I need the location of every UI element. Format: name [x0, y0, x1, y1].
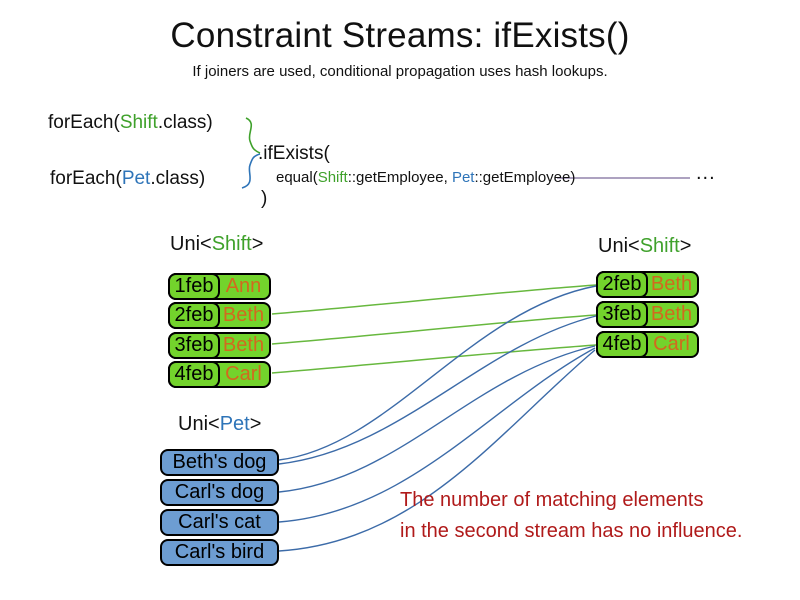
shift-date-cell: 3feb	[596, 301, 648, 328]
note-line2: in the second stream has no influence.	[400, 520, 743, 542]
code-text: .class)	[150, 168, 206, 189]
note-line1: The number of matching elements	[400, 489, 704, 511]
shift-date-cell: 4feb	[168, 361, 220, 388]
shift-date-cell: 1feb	[168, 273, 220, 300]
shift-row: 2feb Beth	[168, 302, 271, 329]
shift-employee-cell: Beth	[222, 334, 265, 356]
code-ellipsis: ...	[696, 162, 716, 184]
code-foreach-pet: forEach(Pet.class)	[50, 168, 205, 190]
shift-date-cell: 2feb	[596, 271, 648, 298]
wire-shift-3feb	[271, 314, 597, 345]
code-text: forEach(	[48, 112, 120, 133]
label-shift-type: Shift	[211, 233, 252, 255]
shift-row: 4feb Carl	[596, 331, 699, 358]
shift-employee-cell: Beth	[650, 273, 693, 295]
code-joiner: equal(Shift::getEmployee, Pet::getEmploy…	[276, 169, 575, 186]
code-close-paren: )	[261, 188, 268, 209]
code-text: .class)	[157, 112, 213, 133]
shift-row: 3feb Beth	[596, 301, 699, 328]
code-text: equal(	[276, 169, 318, 186]
label-text: >	[679, 235, 692, 257]
shift-employee-cell: Beth	[222, 304, 265, 326]
shift-row: 3feb Beth	[168, 332, 271, 359]
shift-employee-cell: Carl	[653, 333, 690, 355]
page-title: Constraint Streams: ifExists()	[170, 16, 630, 55]
wire-bethsdog-3feb	[278, 315, 597, 465]
shift-row: 4feb Carl	[168, 361, 271, 388]
right-shift-stream-label: Uni<Shift>	[598, 235, 691, 258]
shift-employee-cell: Carl	[225, 363, 262, 385]
label-text: Uni<	[170, 233, 212, 255]
code-shift-type: Shift	[317, 169, 348, 186]
label-pet-type: Pet	[219, 413, 250, 435]
pet-row: Beth's dog	[160, 449, 279, 476]
shift-date-cell: 2feb	[168, 302, 220, 329]
wire-shift-4feb	[271, 344, 597, 374]
label-shift-type: Shift	[639, 235, 680, 257]
code-pet-type: Pet	[121, 168, 151, 189]
shift-date-cell: 3feb	[168, 332, 220, 359]
wire-carlsdog-4feb	[278, 345, 596, 493]
wire-bethsdog-2feb	[278, 285, 597, 461]
code-text: ::getEmployee,	[347, 169, 452, 186]
label-text: Uni<	[178, 413, 220, 435]
pet-row: Carl's bird	[160, 539, 279, 566]
pet-row: Carl's dog	[160, 479, 279, 506]
label-text: >	[251, 233, 264, 255]
pet-row: Carl's cat	[160, 509, 279, 536]
shift-employee-cell: Beth	[650, 303, 693, 325]
note-text: The number of matching elements in the se…	[400, 485, 742, 547]
pet-stream-label: Uni<Pet>	[178, 413, 261, 436]
code-pet-type: Pet	[451, 169, 475, 186]
left-shift-stream-label: Uni<Shift>	[170, 233, 263, 256]
shift-row: 1feb Ann	[168, 273, 271, 300]
shift-employee-cell: Ann	[225, 275, 262, 297]
code-text: ::getEmployee)	[474, 169, 576, 186]
page-subtitle: If joiners are used, conditional propaga…	[192, 63, 608, 80]
code-text: forEach(	[50, 168, 122, 189]
label-text: Uni<	[598, 235, 640, 257]
code-ifexists: .ifExists(	[258, 143, 330, 164]
shift-row: 2feb Beth	[596, 271, 699, 298]
label-text: >	[249, 413, 262, 435]
wire-shift-2feb	[271, 284, 597, 315]
code-foreach-shift: forEach(Shift.class)	[48, 112, 213, 134]
code-shift-type: Shift	[119, 112, 158, 133]
shift-date-cell: 4feb	[596, 331, 648, 358]
